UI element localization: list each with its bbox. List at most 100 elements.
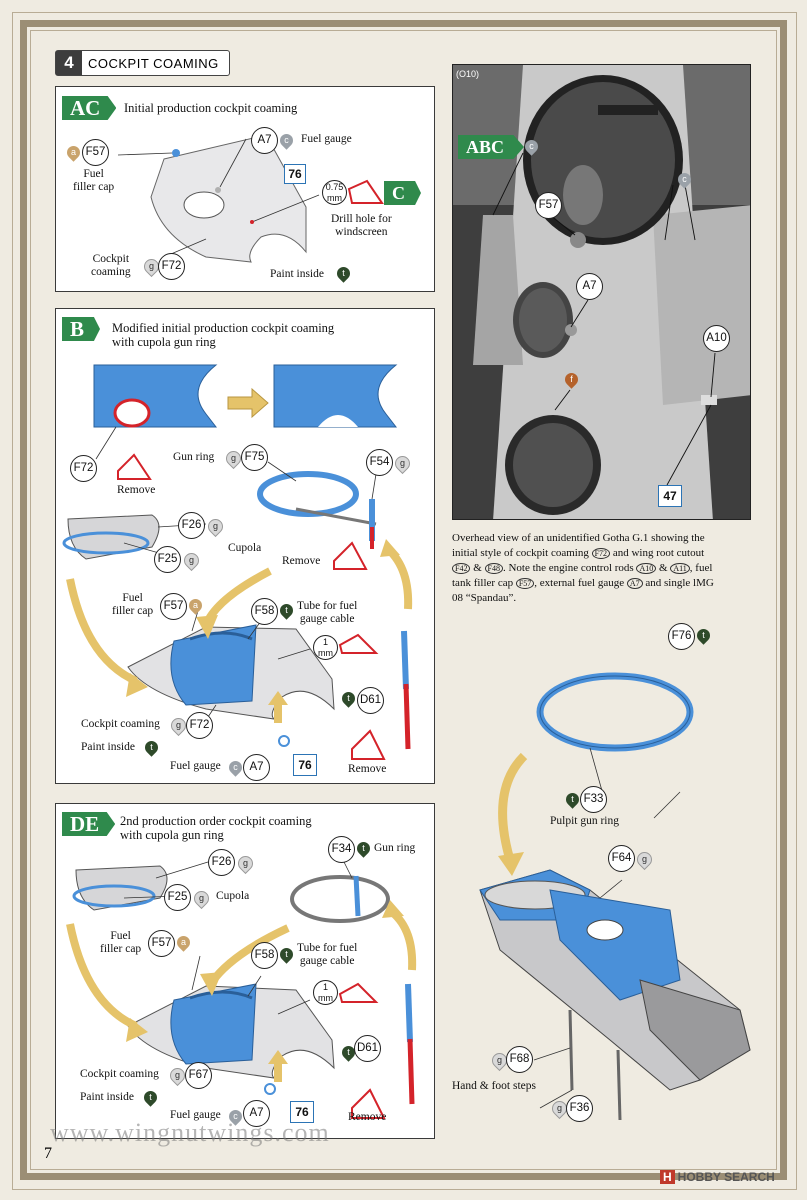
caption-ref-a7: A7: [626, 578, 643, 589]
paint-g-f68: g: [496, 1055, 502, 1065]
paint-a-de: a: [180, 937, 186, 947]
hobby-search-text: HOBBY SEARCH: [677, 1170, 775, 1184]
fuselage-assembly-drawing: [479, 672, 751, 1121]
caption-ref-f48: F48: [484, 563, 503, 574]
label-cupola-b: Cupola: [228, 542, 262, 554]
panel-b-title: Modified initial production cockpit coam…: [112, 321, 335, 349]
part-f67: F67: [185, 1062, 212, 1089]
paint-c-de: c: [233, 1111, 238, 1121]
caption-text: , external fuel gauge: [534, 577, 627, 589]
paint-g-label: g: [148, 261, 154, 271]
caption-ref-f72: F72: [591, 548, 611, 559]
label-gun-ring-de: Gun ring: [374, 842, 416, 854]
label-pulpit-gun-ring: Pulpit gun ring: [550, 815, 620, 827]
page-frame-outer: [12, 12, 797, 1190]
part-f26-b: F26: [178, 512, 205, 539]
paint-a-label: a: [70, 147, 76, 157]
part-a10-photo: A10: [703, 325, 730, 352]
section-title: COCKPIT COAMING: [88, 55, 219, 71]
panel-de-title: 2nd production order cockpit coaming wit…: [120, 814, 312, 842]
caption-line-4: tank filler cap F57, external fuel gauge…: [452, 576, 758, 591]
part-a7-photo: A7: [576, 273, 603, 300]
part-f34: F34: [328, 836, 355, 863]
part-f25-de: F25: [164, 884, 191, 911]
drill-size-075mm: 0.75 mm: [322, 180, 347, 205]
label-tube-fuel-gauge-b: Tube for fuel gauge cable: [297, 600, 358, 625]
drill-size-1mm-de: 1 mm: [313, 980, 338, 1005]
coaming-drawing-ac: [117, 134, 384, 263]
paint-f-photo: f: [570, 374, 573, 384]
paint-g-f36: g: [556, 1103, 562, 1113]
assembly-drawing-de: [66, 861, 417, 1119]
paint-c-label: c: [284, 135, 289, 145]
label-tube-fuel-gauge-de: Tube for fuel gauge cable: [297, 942, 358, 967]
part-f58-de: F58: [251, 942, 278, 969]
page-number: 7: [44, 1145, 52, 1162]
part-f33: F33: [580, 786, 607, 813]
caption-text: &: [470, 562, 485, 574]
part-f76: F76: [668, 623, 695, 650]
label-remove-2: Remove: [282, 555, 321, 567]
paint-a-b: a: [192, 600, 198, 610]
photo-caption: Overhead view of an unidentified Gotha G…: [452, 531, 758, 606]
part-f57-de: F57: [148, 930, 175, 957]
tag-abc: ABC: [458, 135, 525, 159]
label-fuel-filler-cap: Fuel filler cap: [73, 168, 115, 193]
paint-g-de3: g: [174, 1070, 180, 1080]
part-f57: F57: [82, 139, 109, 166]
caption-text: , fuel: [689, 562, 713, 574]
part-a7: A7: [251, 127, 278, 154]
label-cockpit-coaming-de: Cockpit coaming: [80, 1068, 159, 1080]
panel-ac: AC Initial production cockpit coaming a …: [55, 86, 435, 292]
part-f57-photo: F57: [535, 192, 562, 219]
label-fuel-gauge: Fuel gauge: [301, 133, 352, 145]
caption-text: tank filler cap: [452, 577, 516, 589]
tag-b: B: [62, 317, 101, 341]
label-remove-1: Remove: [117, 484, 156, 496]
paint-g-b1: g: [230, 453, 236, 463]
paint-g-de1: g: [242, 858, 248, 868]
paint-t-b1: t: [285, 605, 288, 615]
paint-g-b3: g: [212, 521, 218, 531]
paint-t-de1: t: [362, 843, 365, 853]
part-f58-b: F58: [251, 598, 278, 625]
part-f54: F54: [366, 449, 393, 476]
label-paint-inside-de: Paint inside: [80, 1091, 134, 1103]
part-f72: F72: [158, 253, 185, 280]
paint-t-de2: t: [285, 949, 288, 959]
part-f36: F36: [566, 1095, 593, 1122]
caption-text: initial style of cockpit coaming: [452, 547, 592, 559]
label-remove-3: Remove: [348, 763, 387, 775]
assembly-drawing-b: [62, 364, 413, 760]
reference-photo: (O10) ABC c c F57 A7 f A10 47: [452, 64, 751, 520]
caption-ref-a10: A10: [636, 563, 657, 574]
paint-g-b2: g: [399, 458, 405, 468]
paint-g-b4: g: [188, 555, 194, 565]
box-76-b: 76: [293, 754, 317, 776]
panel-ac-title: Initial production cockpit coaming: [124, 101, 298, 115]
caption-line-1: Overhead view of an unidentified Gotha G…: [452, 532, 705, 544]
paint-c-b: c: [233, 762, 238, 772]
paint-t-b3: t: [150, 742, 153, 752]
paint-t-f76: t: [702, 630, 705, 640]
part-f25-b: F25: [154, 546, 181, 573]
label-hand-foot-steps: Hand & foot steps: [452, 1080, 537, 1092]
paint-t-de4: t: [149, 1092, 152, 1102]
label-fuel-filler-cap-de: Fuel filler cap: [100, 930, 142, 955]
paint-g-f64: g: [641, 854, 647, 864]
label-cupola-de: Cupola: [216, 890, 250, 902]
hobby-search-icon: H: [660, 1170, 675, 1184]
caption-text: &: [656, 562, 671, 574]
label-paint-inside-ac: Paint inside: [270, 268, 324, 280]
paint-t-b2: t: [347, 693, 350, 703]
caption-line-3: F42 & F48. Note the engine control rods …: [452, 561, 758, 576]
part-f75: F75: [241, 444, 268, 471]
page-frame-inner: [30, 30, 777, 1170]
caption-text: and single lMG: [642, 577, 714, 589]
section-number: 4: [56, 51, 82, 75]
paint-t-de3: t: [347, 1047, 350, 1057]
watermark: www.wingnutwings.com: [50, 1118, 330, 1147]
caption-line-5: 08 “Spandau”.: [452, 592, 517, 604]
paint-g-de2: g: [198, 893, 204, 903]
caption-ref-a11: A11: [670, 563, 690, 574]
